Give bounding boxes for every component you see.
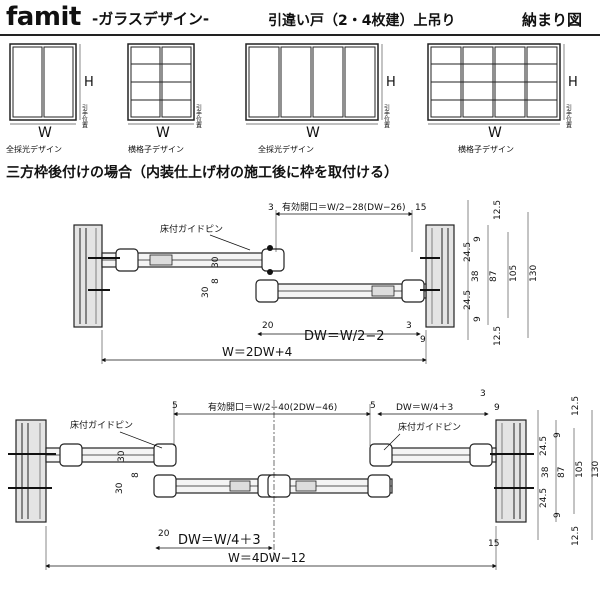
svg-text:24.5: 24.5 bbox=[539, 488, 549, 508]
thumbnail-horizontal-lattice-4: W H 引手位置 横格子デザイン bbox=[427, 43, 578, 154]
svg-text:38: 38 bbox=[471, 270, 481, 282]
svg-text:5: 5 bbox=[172, 401, 178, 411]
thumb-caption: 横格子デザイン bbox=[458, 144, 514, 154]
svg-text:24.5: 24.5 bbox=[463, 242, 473, 262]
guide-pin-label: 床付ガイドピン bbox=[160, 223, 223, 235]
dw-dimension: DW＝W/2−2 bbox=[304, 329, 385, 344]
right-frame bbox=[425, 224, 455, 328]
svg-text:130: 130 bbox=[591, 461, 600, 478]
right-frame bbox=[495, 419, 527, 523]
thumb-w-label: W bbox=[488, 125, 502, 141]
thumb-handle-label: 引手位置 bbox=[565, 103, 572, 128]
w-dimension: W＝2DW+4 bbox=[222, 345, 292, 359]
thumbnail-full-glass-4: W H 引手位置 全採光デザイン bbox=[245, 43, 396, 154]
header-figure-label: 納まり図 bbox=[522, 11, 583, 29]
left-frame bbox=[15, 419, 47, 523]
diagram-2-panel: 床付ガイドピン 3 有効開口＝W/2−28(DW−26) 15 30 8 30 … bbox=[73, 200, 539, 364]
svg-text:30: 30 bbox=[201, 286, 211, 298]
thumb-h-label: H bbox=[84, 75, 94, 90]
thumb-w-label: W bbox=[306, 125, 320, 141]
opening-dimension: 有効開口＝W/2−28(DW−26) bbox=[282, 201, 406, 213]
svg-text:20: 20 bbox=[262, 321, 274, 331]
dw-dimension-bottom: DW＝W/4＋3 bbox=[178, 533, 261, 548]
right-dimension-stack: 12.5 9 24.5 38 87 105 130 24.5 9 12.5 bbox=[537, 396, 600, 546]
svg-text:30: 30 bbox=[117, 450, 127, 462]
thumb-handle-label: 引手位置 bbox=[195, 103, 202, 128]
svg-text:38: 38 bbox=[541, 466, 551, 478]
header-subtitle: -ガラスデザイン- bbox=[92, 10, 210, 28]
svg-text:12.5: 12.5 bbox=[571, 396, 581, 416]
svg-text:8: 8 bbox=[131, 472, 141, 478]
diagram-4-panel: 床付ガイドピン 床付ガイドピン 5 有効開口＝W/2−40(2DW−46) 5 … bbox=[8, 389, 600, 570]
svg-text:9: 9 bbox=[473, 316, 483, 322]
thumb-caption: 全採光デザイン bbox=[6, 144, 62, 154]
svg-text:9: 9 bbox=[420, 335, 426, 345]
header-divider bbox=[0, 34, 600, 36]
svg-text:9: 9 bbox=[553, 432, 563, 438]
thumb-handle-label: 引手位置 bbox=[383, 103, 390, 128]
svg-text:20: 20 bbox=[158, 529, 170, 539]
svg-text:12.5: 12.5 bbox=[493, 326, 503, 346]
thumbnail-full-glass-2: W H 引手位置 全採光デザイン bbox=[6, 43, 94, 154]
svg-text:15: 15 bbox=[488, 539, 499, 549]
svg-text:9: 9 bbox=[473, 236, 483, 242]
svg-text:105: 105 bbox=[509, 265, 519, 282]
opening-dimension: 有効開口＝W/2−40(2DW−46) bbox=[208, 401, 337, 413]
svg-text:12.5: 12.5 bbox=[571, 526, 581, 546]
thumb-caption: 全採光デザイン bbox=[258, 144, 314, 154]
thumb-handle-label: 引手位置 bbox=[81, 103, 88, 128]
svg-text:87: 87 bbox=[489, 271, 499, 282]
svg-text:87: 87 bbox=[557, 467, 567, 478]
section-title: 三方枠後付けの場合（内装仕上げ材の施工後に枠を取付ける） bbox=[6, 165, 398, 181]
svg-text:3: 3 bbox=[480, 389, 486, 399]
thumbnail-horizontal-lattice-2: W 引手位置 横格子デザイン bbox=[127, 43, 202, 154]
thumb-caption: 横格子デザイン bbox=[128, 144, 184, 154]
thumb-w-label: W bbox=[38, 125, 52, 141]
svg-text:3: 3 bbox=[406, 321, 412, 331]
svg-text:30: 30 bbox=[211, 256, 221, 268]
brand-logo: famit bbox=[6, 2, 81, 32]
right-dimension-stack: 12.5 9 24.5 38 87 105 130 24.5 9 12.5 bbox=[463, 200, 539, 346]
svg-text:24.5: 24.5 bbox=[463, 290, 473, 310]
svg-text:5: 5 bbox=[370, 401, 376, 411]
thumb-h-label: H bbox=[568, 75, 578, 90]
guide-pin-label-left: 床付ガイドピン bbox=[70, 419, 133, 431]
guide-pin-label-right: 床付ガイドピン bbox=[398, 421, 461, 433]
left-frame bbox=[73, 224, 103, 328]
svg-text:105: 105 bbox=[575, 461, 585, 478]
svg-text:8: 8 bbox=[211, 278, 221, 284]
dw-dimension-top: DW＝W/4＋3 bbox=[396, 402, 453, 413]
svg-text:30: 30 bbox=[115, 482, 125, 494]
w-dimension: W＝4DW−12 bbox=[228, 551, 306, 565]
svg-text:9: 9 bbox=[494, 403, 500, 413]
svg-text:130: 130 bbox=[529, 265, 539, 282]
svg-text:15: 15 bbox=[415, 203, 426, 213]
svg-text:24.5: 24.5 bbox=[539, 436, 549, 456]
svg-text:3: 3 bbox=[268, 203, 274, 213]
thumb-h-label: H bbox=[386, 75, 396, 90]
svg-text:9: 9 bbox=[553, 512, 563, 518]
thumb-w-label: W bbox=[156, 125, 170, 141]
svg-text:12.5: 12.5 bbox=[493, 200, 503, 220]
header: famit -ガラスデザイン- 引違い戸（2・4枚建）上吊り 納まり図 bbox=[0, 0, 600, 34]
header-door-type: 引違い戸（2・4枚建）上吊り bbox=[268, 13, 456, 29]
